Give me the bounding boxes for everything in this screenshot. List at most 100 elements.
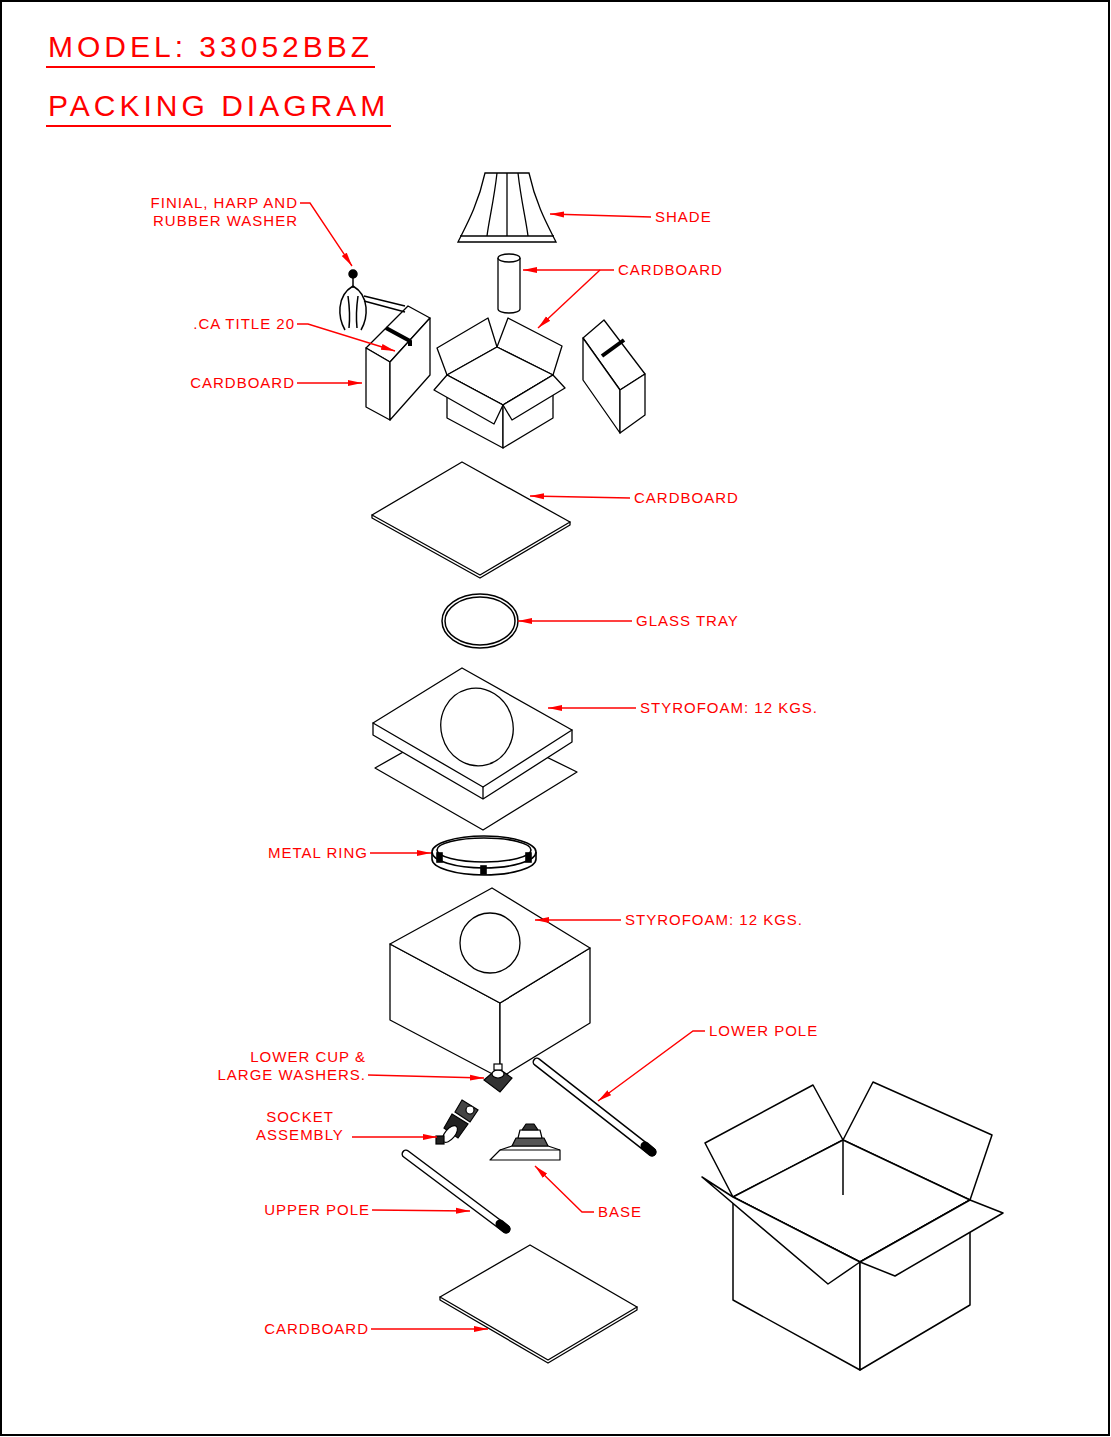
glass-tray [442, 594, 518, 648]
leader-lines [550, 214, 651, 217]
harp-finial [348, 296, 358, 328]
lamp-base [490, 1146, 560, 1160]
lower-pole [537, 1062, 652, 1152]
socket-assembly [436, 1136, 444, 1144]
leader-lines [535, 919, 621, 920]
part-label: .CA TITLE 20 [193, 315, 295, 333]
leader-lines [371, 1328, 488, 1329]
glass-tray [442, 594, 518, 648]
upper-pole [406, 1154, 506, 1229]
harp-finial [353, 286, 366, 330]
styrofoam-slab [482, 787, 483, 799]
leader-lines [297, 382, 362, 383]
leader-lines [535, 1166, 594, 1212]
lower-pole [537, 1062, 652, 1152]
leader-lines [548, 707, 636, 708]
shipping-carton [702, 1177, 860, 1284]
lamp-base [512, 1138, 548, 1146]
leader-lines [518, 620, 632, 621]
upper-pole [500, 1224, 506, 1229]
leader-lines [300, 203, 352, 266]
lamp-shade [487, 173, 528, 236]
part-label: UPPER POLE [264, 1201, 370, 1219]
harp-finial [364, 296, 405, 312]
metal-ring [432, 836, 536, 868]
shipping-carton [702, 1082, 1003, 1370]
leader-lines [598, 1031, 705, 1101]
metal-ring [526, 853, 531, 862]
lower-cup [492, 1070, 504, 1078]
part-label: CARDBOARD [618, 261, 723, 279]
part-label: FINIAL, HARP AND RUBBER WASHER [140, 194, 298, 230]
lamp-shade [458, 173, 556, 242]
harp-finial [340, 270, 405, 330]
cardboard-slab [620, 374, 645, 433]
socket-assembly [436, 1100, 478, 1145]
lower-cup [494, 1064, 502, 1070]
socket-assembly [466, 1106, 474, 1114]
part-label: CARDBOARD [264, 1320, 369, 1338]
styrofoam-slab [373, 668, 577, 830]
lamp-base [490, 1124, 560, 1160]
leader-lines [370, 852, 431, 853]
metal-ring [437, 853, 442, 862]
lamp-base [500, 1149, 560, 1150]
lower-pole [537, 1062, 652, 1152]
diagram-heading: PACKING DIAGRAM [46, 89, 391, 127]
cardboard-slab [583, 338, 620, 433]
styrofoam-slab [432, 680, 522, 774]
lamp-base [522, 1124, 538, 1130]
part-label: STYROFOAM: 12 KGS. [640, 699, 818, 717]
cardboard-sheet [372, 462, 570, 575]
lower-cup [484, 1068, 512, 1092]
cardboard-slab [366, 348, 390, 420]
part-label: SHADE [655, 208, 712, 226]
cardboard-slab [602, 340, 624, 356]
leader-lines [372, 1210, 470, 1211]
shipping-carton [733, 1197, 860, 1370]
cardboard-slab [583, 320, 645, 433]
upper-pole [406, 1154, 506, 1229]
part-label: CARDBOARD [190, 374, 295, 392]
metal-ring [481, 866, 486, 874]
lamp-shade [458, 173, 556, 242]
part-label: GLASS TRAY [636, 612, 739, 630]
metal-ring [432, 836, 536, 875]
part-label: SOCKET ASSEMBLY [250, 1108, 350, 1144]
part-label: LOWER POLE [709, 1022, 818, 1040]
cardboard-sheet [372, 462, 570, 578]
harp-finial [340, 286, 353, 330]
metal-ring [437, 838, 531, 862]
leader-lines [538, 270, 600, 328]
shipping-carton [842, 1140, 844, 1195]
part-label: STYROFOAM: 12 KGS. [625, 911, 803, 929]
cardboard-slab [366, 306, 430, 420]
cardboard-tube [498, 258, 520, 313]
lamp-base [518, 1130, 542, 1138]
leader-lines [352, 1136, 437, 1137]
leader-lines [530, 496, 630, 498]
harp-finial [349, 270, 357, 278]
shipping-carton [860, 1200, 1003, 1276]
styrofoam-block [460, 913, 520, 973]
model-title: MODEL: 33052BBZ [46, 30, 375, 68]
cardboard-tube [498, 254, 520, 313]
part-label: BASE [598, 1203, 642, 1221]
lower-cup [484, 1064, 512, 1092]
part-label: CARDBOARD [634, 489, 739, 507]
styrofoam-block [390, 888, 590, 1003]
small-open-box [503, 375, 565, 420]
cardboard-sheet [440, 1245, 637, 1360]
cardboard-sheet [440, 1245, 637, 1363]
part-label: METAL RING [268, 844, 368, 862]
lower-pole [645, 1146, 652, 1152]
cardboard-tube [498, 254, 520, 262]
cardboard-slab [386, 328, 410, 346]
leader-lines [297, 324, 395, 351]
part-label: LOWER CUP & LARGE WASHERS. [204, 1048, 366, 1084]
leader-lines [297, 203, 705, 1329]
styrofoam-slab [373, 668, 572, 787]
styrofoam-block [390, 888, 590, 1078]
metal-ring [432, 852, 536, 875]
